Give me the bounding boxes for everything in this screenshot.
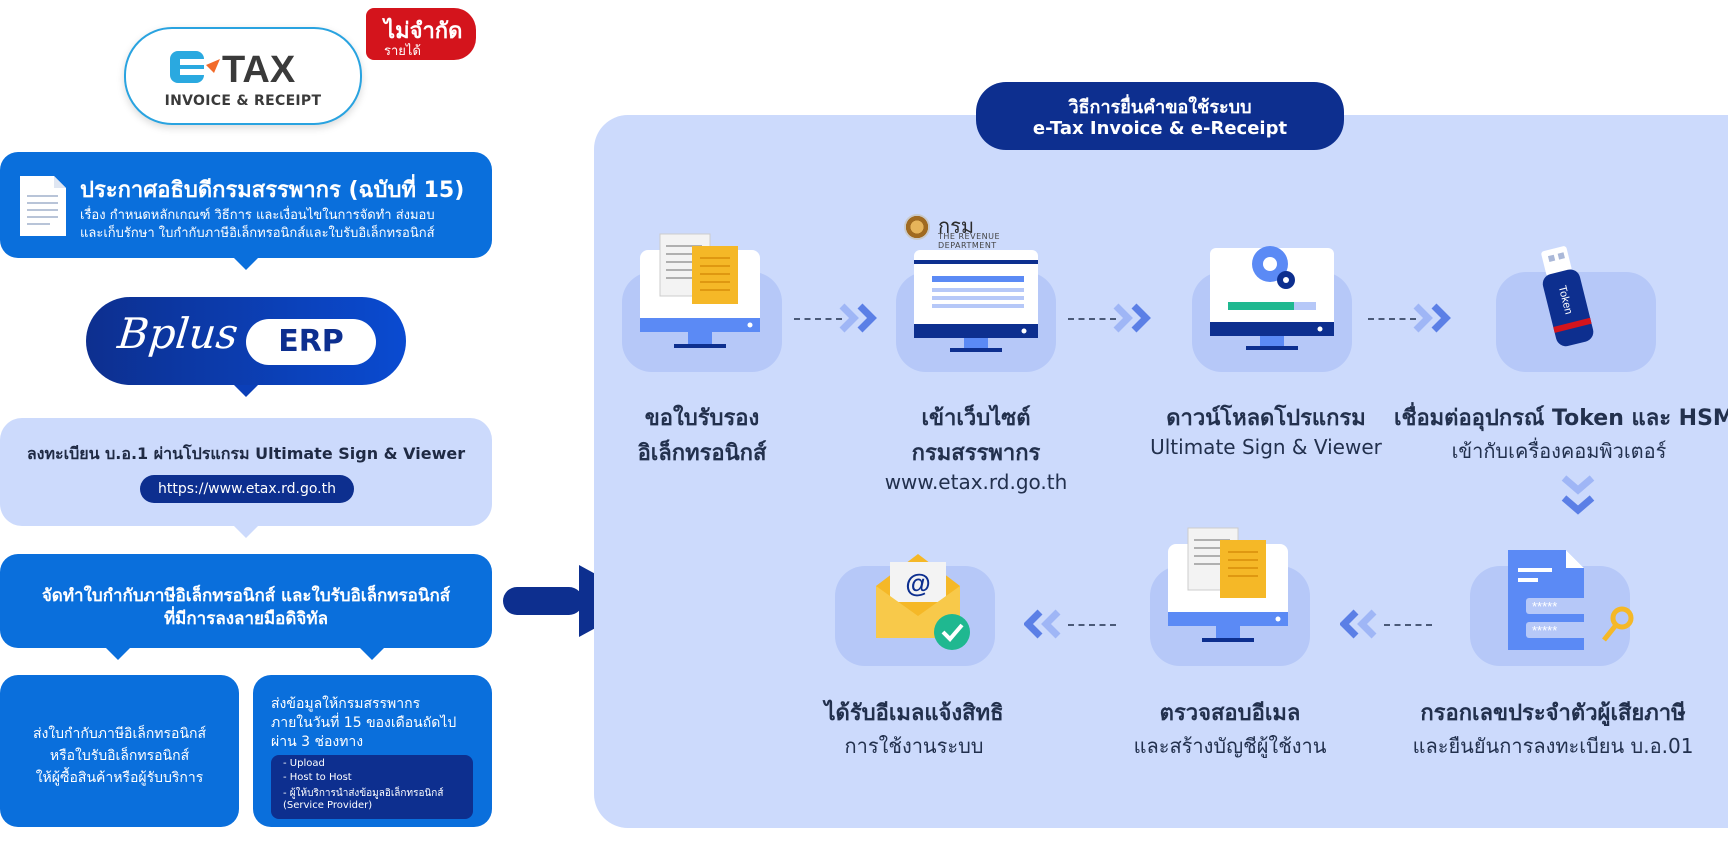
step3-label: ดาวน์โหลดโปรแกรม Ultimate Sign & Viewer bbox=[1146, 400, 1386, 459]
step2-url: www.etax.rd.go.th bbox=[884, 470, 1068, 494]
double-chevron-left-icon bbox=[1024, 609, 1061, 639]
announcement-box: ประกาศอธิบดีกรมสรรพากร (ฉบับที่ 15) เรื่… bbox=[0, 152, 492, 258]
send-buyer-line1: ส่งใบกำกับภาษีอิเล็กทรอนิกส์ bbox=[32, 726, 207, 742]
announcement-caret bbox=[234, 258, 258, 270]
website-computer-icon bbox=[914, 250, 1038, 352]
password-form-icon: ***** ***** bbox=[1508, 550, 1634, 650]
usb-token-icon: Token bbox=[1541, 246, 1594, 347]
double-chevron-right-icon bbox=[1413, 303, 1451, 333]
password-mask-1: ***** bbox=[1532, 599, 1557, 614]
double-chevron-down-icon bbox=[1561, 475, 1595, 515]
step2-label: เข้าเว็บไซต์ กรมสรรพากร www.etax.rd.go.t… bbox=[866, 400, 1086, 494]
step4-label: เชื่อมต่ออุปกรณ์ Token และ HSM เข้ากับเค… bbox=[1394, 400, 1728, 467]
double-chevron-right-icon bbox=[1113, 303, 1151, 333]
step7-subtitle: การใช้งานระบบ bbox=[844, 734, 984, 758]
step3-title: ดาวน์โหลดโปรแกรม bbox=[1166, 406, 1366, 431]
panel-title-line1: วิธีการยื่นคำขอใช้ระบบ bbox=[1068, 97, 1252, 118]
channel-item: - Host to Host bbox=[283, 772, 352, 783]
revenue-department-logo: กรมสรรพากร THE REVENUE DEPARTMENT bbox=[904, 210, 1054, 270]
announcement-line1: เรื่อง กำหนดหลักเกณฑ์ วิธีการ และเงื่อนไ… bbox=[80, 208, 435, 223]
register-caret bbox=[234, 526, 258, 538]
email-received-icon: @ bbox=[876, 554, 970, 650]
step5-title: กรอกเลขประจำตัวผู้เสียภาษี bbox=[1420, 701, 1686, 726]
panel-title-line2: e-Tax Invoice & e-Receipt bbox=[1032, 118, 1288, 139]
erp-label: ERP bbox=[246, 319, 376, 365]
channel-item: (Service Provider) bbox=[283, 800, 373, 811]
bplus-erp-logo: Bplus ERP bbox=[86, 297, 406, 385]
step5-label: กรอกเลขประจำตัวผู้เสียภาษี และยืนยันการล… bbox=[1398, 695, 1708, 762]
step7-title: ได้รับอีเมลแจ้งสิทธิ bbox=[824, 701, 1004, 726]
send-rd-box: ส่งข้อมูลให้กรมสรรพากร ภายในวันที่ 15 ขอ… bbox=[253, 675, 492, 827]
step7-label: ได้รับอีเมลแจ้งสิทธิ การใช้งานระบบ bbox=[804, 695, 1024, 762]
make-invoice-box: จัดทำใบกำกับภาษีอิเล็กทรอนิกส์ และใบรับอ… bbox=[0, 554, 492, 648]
connector-dash bbox=[1068, 318, 1116, 320]
step5-subtitle: และยืนยันการลงทะเบียน บ.อ.01 bbox=[1412, 734, 1694, 758]
send-rd-line1: ส่งข้อมูลให้กรมสรรพากร bbox=[271, 696, 421, 712]
step4-title: เชื่อมต่ออุปกรณ์ Token และ HSM bbox=[1394, 406, 1728, 431]
step4-subtitle: เข้ากับเครื่องคอมพิวเตอร์ bbox=[1451, 439, 1667, 463]
send-rd-line2: ภายในวันที่ 15 ของเดือนถัดไป bbox=[271, 715, 457, 731]
step1-title-1: ขอใบรับรอง bbox=[644, 406, 760, 431]
badge-line2: รายได้ bbox=[384, 44, 421, 59]
svg-text:TAX: TAX bbox=[222, 49, 296, 87]
application-steps-panel bbox=[594, 115, 1728, 828]
make-line1: จัดทำใบกำกับภาษีอิเล็กทรอนิกส์ และใบรับอ… bbox=[41, 586, 451, 606]
unlimited-income-badge: ไม่จำกัด รายได้ bbox=[366, 8, 476, 60]
connector-dash bbox=[1368, 318, 1416, 320]
download-computer-icon bbox=[1210, 246, 1334, 350]
send-rd-line3: ผ่าน 3 ช่องทาง bbox=[271, 734, 364, 750]
channel-item: - ผู้ให้บริการนำส่งข้อมูลอิเล็กทรอนิกส์ bbox=[283, 788, 444, 799]
double-chevron-left-icon bbox=[1340, 609, 1377, 639]
step2-title-1: เข้าเว็บไซต์ bbox=[921, 406, 1031, 431]
channels-box: - Upload - Host to Host - ผู้ให้บริการนำ… bbox=[271, 755, 473, 819]
badge-line1: ไม่จำกัด bbox=[384, 19, 463, 44]
rd-seal-icon bbox=[904, 214, 930, 240]
etax-url-link[interactable]: https://www.etax.rd.go.th bbox=[140, 475, 354, 503]
announcement-title: ประกาศอธิบดีกรมสรรพากร (ฉบับที่ 15) bbox=[80, 178, 465, 203]
logo-subtitle: INVOICE & RECEIPT bbox=[164, 93, 322, 109]
step6-subtitle: และสร้างบัญชีผู้ใช้งาน bbox=[1133, 734, 1327, 758]
step3-subtitle: Ultimate Sign & Viewer bbox=[1150, 435, 1382, 459]
check-email-computer-icon bbox=[1168, 527, 1288, 642]
step1-title-2: อิเล็กทรอนิกส์ bbox=[637, 441, 767, 466]
register-title: ลงทะเบียน บ.อ.1 ผ่านโปรแกรม Ultimate Sig… bbox=[26, 444, 466, 463]
double-chevron-right-icon bbox=[839, 303, 877, 333]
connector-dash bbox=[1068, 624, 1116, 626]
step6-label: ตรวจสอบอีเมล และสร้างบัญชีผู้ใช้งาน bbox=[1110, 695, 1350, 762]
register-box: ลงทะเบียน บ.อ.1 ผ่านโปรแกรม Ultimate Sig… bbox=[0, 418, 492, 526]
send-buyer-line3: ให้ผู้ซื้อสินค้าหรือผู้รับบริการ bbox=[35, 770, 204, 786]
erp-caret bbox=[234, 385, 258, 397]
password-mask-2: ***** bbox=[1532, 623, 1557, 638]
make-caret-left bbox=[106, 648, 130, 660]
etax-logo: TAX INVOICE & RECEIPT bbox=[124, 27, 362, 125]
etax-logo-mark: TAX bbox=[170, 49, 296, 87]
connector-dash bbox=[1384, 624, 1432, 626]
connector-dash bbox=[794, 318, 842, 320]
document-computer-icon bbox=[640, 233, 760, 348]
step1-label: ขอใบรับรอง อิเล็กทรอนิกส์ bbox=[602, 400, 802, 470]
step6-title: ตรวจสอบอีเมล bbox=[1159, 701, 1301, 726]
send-buyer-box: ส่งใบกำกับภาษีอิเล็กทรอนิกส์ หรือใบรับอิ… bbox=[0, 675, 239, 827]
panel-title: วิธีการยื่นคำขอใช้ระบบ e-Tax Invoice & e… bbox=[976, 82, 1344, 150]
channel-item: - Upload bbox=[283, 758, 325, 769]
email-at-symbol: @ bbox=[905, 568, 930, 598]
bplus-script: Bplus bbox=[115, 309, 241, 358]
send-buyer-line2: หรือใบรับอิเล็กทรอนิกส์ bbox=[49, 748, 190, 764]
make-line2: ที่มีการลงลายมือดิจิทัล bbox=[163, 609, 329, 629]
document-icon bbox=[20, 176, 66, 236]
step2-title-2: กรมสรรพากร bbox=[911, 441, 1041, 466]
make-caret-right bbox=[360, 648, 384, 660]
announcement-line2: และเก็บรักษา ใบกำกับภาษีอิเล็กทรอนิกส์แล… bbox=[80, 226, 435, 241]
rd-logo-sub: THE REVENUE DEPARTMENT bbox=[938, 232, 1001, 250]
